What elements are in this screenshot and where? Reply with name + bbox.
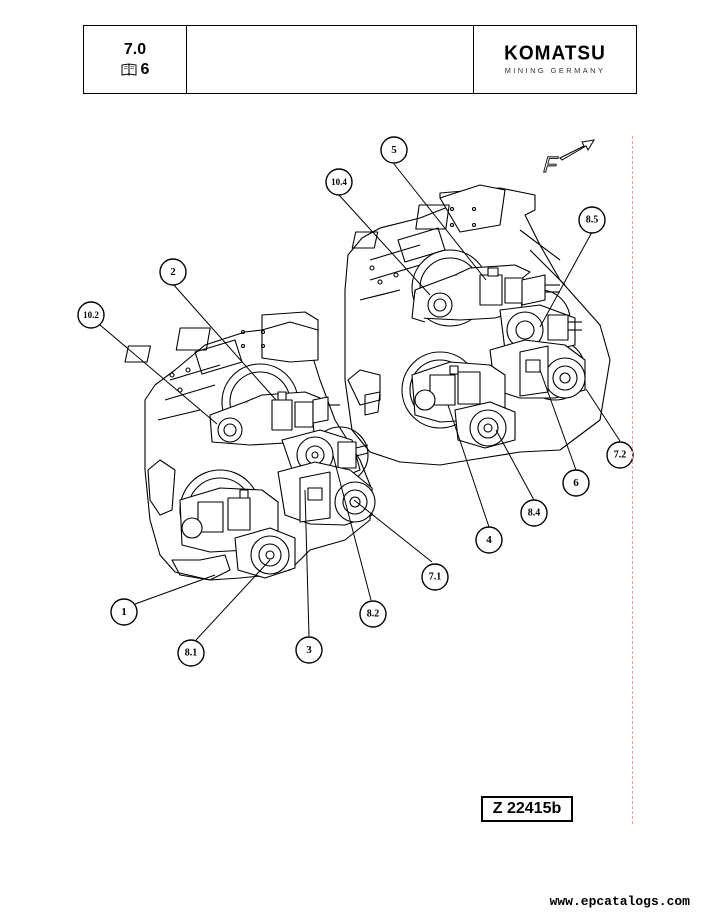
callout-8-4: 8.4 [520, 499, 548, 527]
page-margin-rule [632, 136, 633, 824]
callout-2: 2 [159, 258, 187, 286]
svg-text:7.2: 7.2 [614, 450, 627, 461]
book-icon [121, 63, 137, 76]
website-watermark: www.epcatalogs.com [549, 894, 690, 909]
callout-7-1: 7.1 [421, 563, 449, 591]
callout-10-4: 10.4 [325, 168, 353, 196]
svg-text:8.1: 8.1 [185, 648, 198, 659]
header-table: 7.0 6 KOMATSU MINING GERMANY [83, 25, 637, 94]
book-reference: 6 [121, 60, 150, 80]
figure-reference: Z 22415b [481, 796, 573, 822]
section-cell: 7.0 6 [84, 26, 187, 93]
title-cell [187, 26, 474, 93]
svg-text:2: 2 [170, 266, 176, 278]
callout-8-1: 8.1 [177, 639, 205, 667]
callout-6: 6 [562, 469, 590, 497]
callout-8-2: 8.2 [359, 600, 387, 628]
leader-lines [99, 163, 621, 641]
svg-text:5: 5 [391, 144, 397, 156]
svg-text:10.4: 10.4 [331, 177, 347, 187]
svg-text:7.1: 7.1 [429, 572, 442, 583]
svg-text:1: 1 [121, 606, 127, 618]
svg-text:8.4: 8.4 [528, 508, 541, 519]
callout-1: 1 [110, 598, 138, 626]
callout-7-2: 7.2 [606, 441, 634, 469]
front-pumps [179, 391, 376, 579]
rear-pumps [411, 264, 586, 449]
callout-10-2: 10.2 [77, 301, 105, 329]
svg-text:8.5: 8.5 [586, 215, 599, 226]
company-logo: KOMATSU [504, 42, 606, 65]
callout-4: 4 [475, 526, 503, 554]
book-number: 6 [140, 60, 150, 78]
callout-8-5: 8.5 [578, 206, 606, 234]
logo-cell: KOMATSU MINING GERMANY [474, 26, 636, 93]
svg-text:10.2: 10.2 [83, 310, 99, 320]
direction-label: F [541, 152, 561, 177]
callout-5: 5 [380, 136, 408, 164]
section-number: 7.0 [123, 40, 147, 58]
callout-3: 3 [295, 636, 323, 664]
svg-text:4: 4 [486, 534, 492, 546]
svg-text:8.2: 8.2 [367, 609, 380, 620]
callouts: 5 10.4 8.5 2 10.2 7.2 6 8.4 [77, 136, 634, 667]
direction-indicator: F [540, 139, 595, 177]
svg-text:6: 6 [573, 477, 579, 489]
svg-text:3: 3 [306, 644, 312, 656]
company-subtitle: MINING GERMANY [504, 66, 606, 75]
